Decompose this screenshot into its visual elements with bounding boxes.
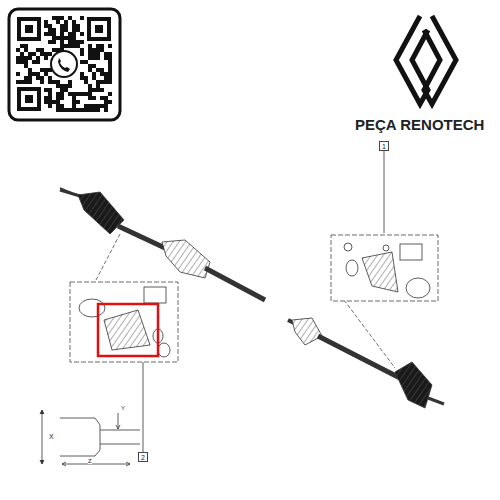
lower-drive-shaft [288,318,444,408]
boot-kit [344,243,430,298]
dimension-label: Y [121,405,125,411]
dimension-label: Z [88,458,92,464]
callout-box: 2 [138,452,148,462]
callout-box: 1 [379,141,389,151]
renault-logo [396,16,456,104]
dimension-label: X [49,433,54,440]
callout-number: 1 [382,143,386,150]
callout-number: 2 [141,454,145,461]
brand-text: PEÇA RENOTECH [355,117,484,132]
qr-code [16,16,112,112]
boot-kit [79,287,170,357]
whatsapp-icon [51,51,77,77]
qr-finder [19,19,109,109]
highlight-frame [98,304,158,356]
dimension-sketch [40,410,140,466]
